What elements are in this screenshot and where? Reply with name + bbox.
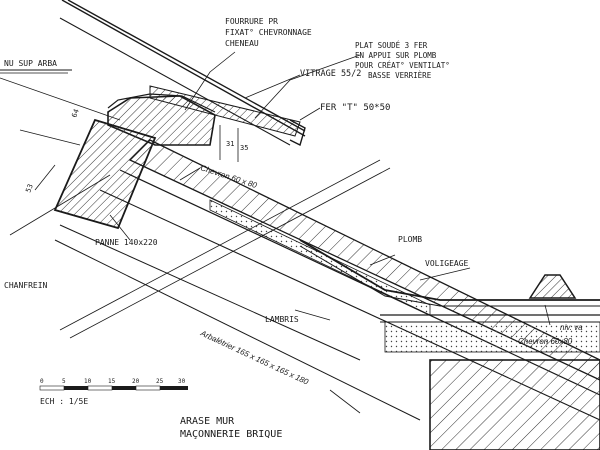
label-chanfrein: CHANFREIN [4,281,48,290]
label-niv: niv. va [560,323,583,332]
label-fourrure-3: CHENEAU [225,39,259,48]
leader-lines [109,51,551,414]
cheneau-lining [107,93,216,113]
scale-tick-30: 30 [178,378,186,385]
roof-slope-lines [54,169,600,421]
label-plat-soude-2: EN APPUI SUR PLOMB [355,51,437,60]
label-vitrage: VITRAGE 55/2 [300,69,361,79]
scale-tick-25: 25 [156,378,164,385]
scale-tick-20: 20 [132,378,140,385]
scale-tick-5: 5 [62,378,66,385]
label-plomb: PLOMB [398,235,422,244]
label-plat-soude-1: PLAT SOUDÉ 3 FER [355,41,428,50]
label-nu-sup-arba: NU SUP ARBA [4,59,57,68]
label-fourrure-1: FOURRURE PR [225,17,278,26]
label-maconnerie: MAÇONNERIE BRIQUE [180,429,282,440]
scale-tick-10: 10 [84,378,92,385]
plomb-flashing-inner [299,245,600,307]
ventilation-cap [528,274,577,299]
scale-tick-0: 0 [40,378,44,385]
dimension-marks [34,125,239,191]
scale-label: ECH : 1/5E [40,397,88,406]
dim-35: 35 [240,144,248,152]
panne-purlin [53,118,157,230]
label-plat-soude-3: POUR CRÉAT° VENTILAT° [355,61,450,70]
label-fer-t: FER "T" 50*50 [320,103,390,113]
plomb-flashing [299,239,600,301]
nu-sup-arba-line [0,69,121,121]
label-arase: ARASE MUR [180,416,235,427]
label-chevron-bottom: Chevron 60x80 [518,337,573,346]
label-plat-soude-4: BASSE VERRIÈRE [368,71,432,80]
construction-lines [9,129,391,339]
dim-31: 31 [226,140,234,148]
scale-tick-15: 15 [108,378,116,385]
label-panne: PANNE 140x220 [95,238,158,247]
scale-bar: 0 5 10 15 20 25 30 ECH : 1/5E [39,378,188,406]
batten-dotted [384,321,600,353]
label-voligeage: VOLIGEAGE [425,259,469,268]
label-fourrure-2: FIXAT° CHEVRONNAGE [225,28,312,37]
dim-53: 53 [24,183,34,194]
chevron-rafter [128,139,600,381]
label-lambris: LAMBRIS [265,315,299,324]
masonry-wall [429,359,600,450]
dim-64: 64 [70,108,80,119]
